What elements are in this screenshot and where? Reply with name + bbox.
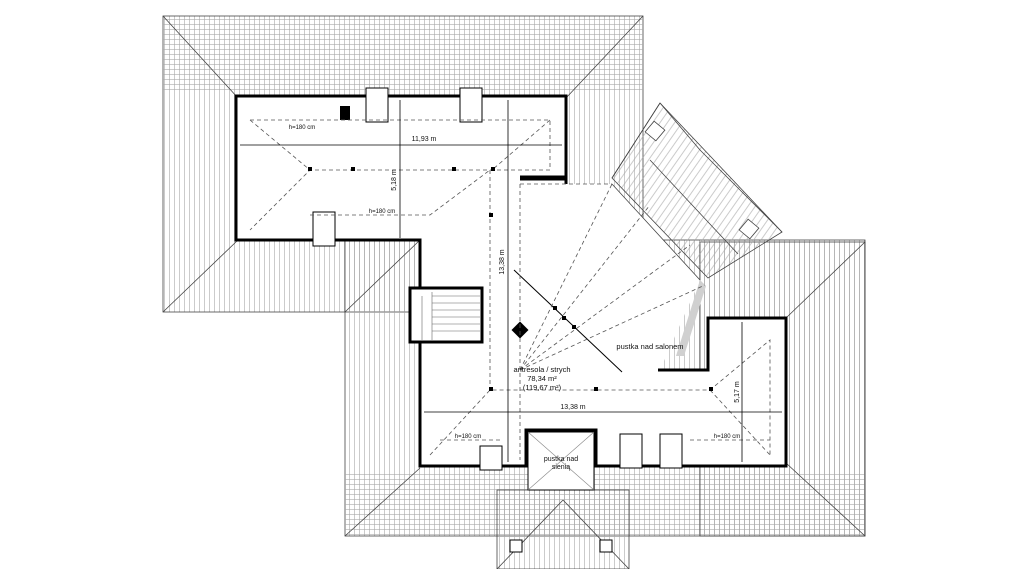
room-attic-area-gross: (119,67 m²)	[523, 383, 562, 392]
diagonal-wing-details	[611, 120, 760, 281]
interior-floor	[236, 96, 786, 466]
dim-right-depth: 5,17 m	[734, 381, 741, 403]
dim-bottom-width: 13,38 m	[560, 404, 585, 411]
roof-porch	[496, 489, 630, 569]
room-attic-area: 78,34 m²	[527, 374, 557, 383]
chimneys	[312, 87, 683, 471]
height-mark-bottom-right: h=180 cm	[714, 434, 741, 440]
dim-central-depth: 13,38 m	[499, 249, 506, 274]
room-void-hall-line2: sienią	[552, 464, 570, 471]
chimney-solid	[340, 106, 350, 120]
salon-railing	[513, 269, 623, 373]
walls	[234, 94, 788, 468]
flue-marker	[511, 321, 529, 339]
hall-void	[527, 431, 595, 491]
height-mark-top-left: h=180 cm	[289, 125, 316, 131]
height-mark-bottom-left: h=180 cm	[455, 434, 482, 440]
salon-void-shade	[676, 280, 706, 356]
room-void-salon: pustka nad salonem	[616, 342, 683, 351]
interior	[236, 96, 786, 466]
dim-top-depth: 5,18 m	[391, 169, 398, 191]
dim-top-width: 11,93 m	[412, 136, 437, 143]
dimension-lines	[240, 100, 782, 462]
roof-top-left-top-slope	[163, 16, 643, 91]
height-mark-top-mid: h=180 cm	[369, 209, 396, 215]
railing-markers	[553, 306, 576, 329]
room-attic-name: antresola / strych	[513, 365, 570, 374]
porch-chimney-left	[509, 539, 523, 553]
staircase	[408, 286, 484, 344]
room-void-hall-line1: pustka nad	[544, 456, 578, 463]
porch-chimney-right	[599, 539, 613, 553]
salon-void-area	[520, 184, 700, 370]
corner-markers	[308, 167, 713, 391]
